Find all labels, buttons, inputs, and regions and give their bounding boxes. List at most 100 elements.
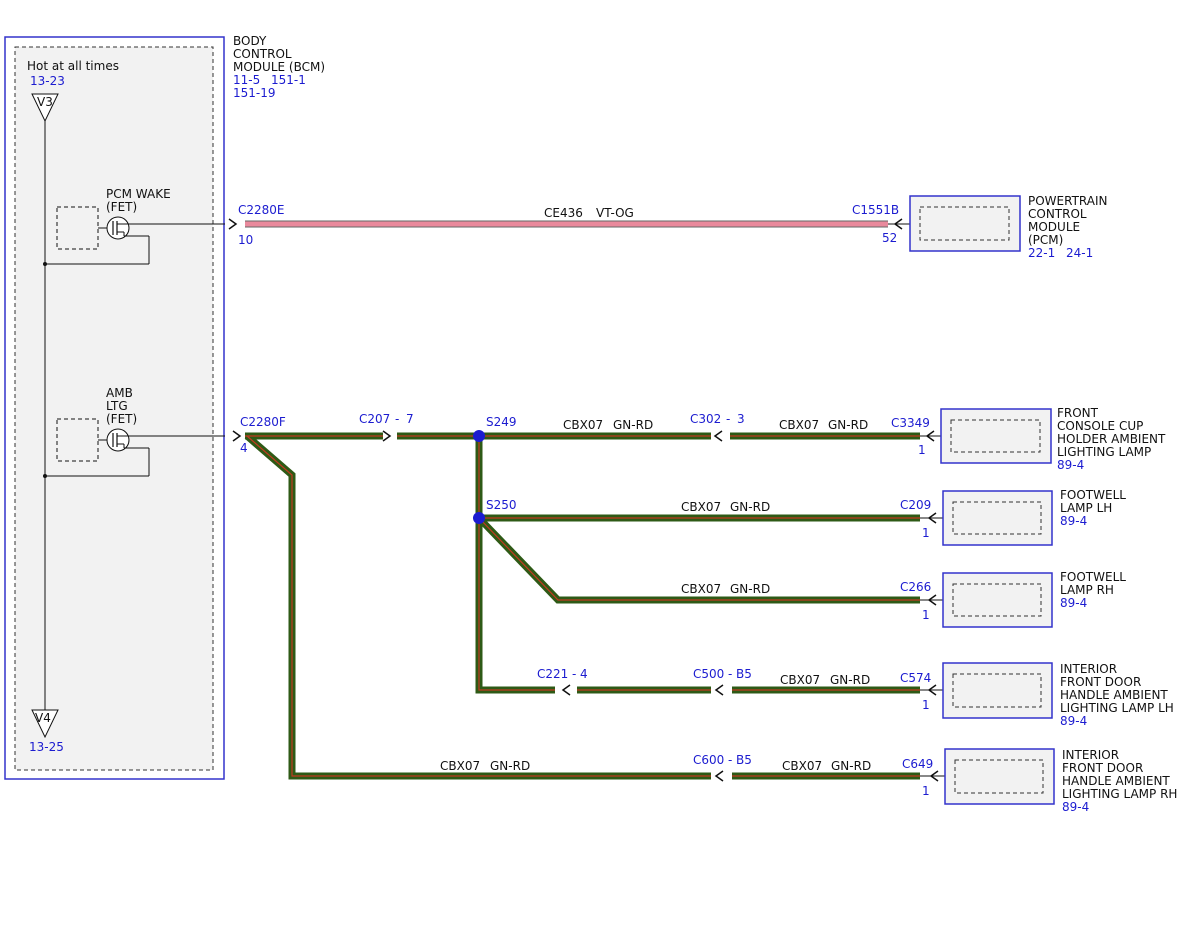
door-rh-name-4: LIGHTING LAMP RH <box>1062 787 1177 801</box>
c302-dash: - <box>726 412 730 426</box>
v4-label: V4 <box>35 711 51 725</box>
footwell-lh-name-2: LAMP LH <box>1060 501 1112 515</box>
door-lh-ref[interactable]: 89-4 <box>1060 714 1087 728</box>
bcm-ref-2[interactable]: 151-1 <box>271 73 306 87</box>
v3-symbol <box>31 93 59 123</box>
c266-arrow <box>927 594 937 606</box>
wire-cbx07-core[interactable] <box>245 435 920 777</box>
bcm-ref-3[interactable]: 151-19 <box>233 86 276 100</box>
c649-label[interactable]: C649 <box>902 757 933 771</box>
c221-symbol <box>561 684 571 696</box>
c3349-label[interactable]: C3349 <box>891 416 930 430</box>
c2280f-label[interactable]: C2280F <box>240 415 286 429</box>
footwell-lh-internal <box>952 501 1042 535</box>
pcm-internal <box>919 206 1010 241</box>
c266-label[interactable]: C266 <box>900 580 931 594</box>
ce436-circuit-label: CE436 <box>544 206 583 220</box>
door-rh-ref[interactable]: 89-4 <box>1062 800 1089 814</box>
c2280e-label[interactable]: C2280E <box>238 203 285 217</box>
pcm-ref-2[interactable]: 24-1 <box>1066 246 1093 260</box>
cbx07-circuit-label-6: CBX07 <box>440 759 480 773</box>
c3349-arrow <box>925 430 935 442</box>
pcm-name-1: POWERTRAIN <box>1028 194 1108 208</box>
footwell-lh-ref[interactable]: 89-4 <box>1060 514 1087 528</box>
c1551b-arrow <box>893 218 903 230</box>
door-lh-name-3: HANDLE AMBIENT <box>1060 688 1168 702</box>
pcm-name-3: MODULE <box>1028 220 1080 234</box>
bcm-outline <box>4 36 225 780</box>
door-lh-name-1: INTERIOR <box>1060 662 1117 676</box>
c207-dash: - <box>395 412 399 426</box>
c2280f-arrow <box>232 430 242 442</box>
bcm-internal-outline <box>14 46 214 771</box>
c221-label[interactable]: C221 <box>537 667 568 681</box>
c600-label[interactable]: C600 <box>693 753 724 767</box>
c500-label[interactable]: C500 <box>693 667 724 681</box>
c1551b-pin: 52 <box>882 231 897 245</box>
c574-pin: 1 <box>922 698 930 712</box>
circuit-ce436: C2280E 10 CE436 VT-OG C1551B 52 <box>238 203 910 247</box>
footwell-rh-name-2: LAMP RH <box>1060 583 1114 597</box>
bcm-module: BODY CONTROL MODULE (BCM) 11-5 151-1 151… <box>4 34 325 780</box>
pcm-wake-fet: PCM WAKE (FET) <box>43 187 225 266</box>
console-cup-lamp-outline <box>940 408 1052 464</box>
c574-label[interactable]: C574 <box>900 671 931 685</box>
c600-pin: B5 <box>736 753 752 767</box>
cbx07-color-label-1: GN-RD <box>613 418 653 432</box>
pcm-name-2: CONTROL <box>1028 207 1087 221</box>
door-lh-internal <box>952 673 1042 708</box>
cbx07-color-label-2: GN-RD <box>828 418 868 432</box>
console-cup-name-3: HOLDER AMBIENT <box>1057 432 1166 446</box>
c207-symbol <box>382 430 392 442</box>
footwell-lh-outline <box>942 490 1053 546</box>
c209-pin: 1 <box>922 526 930 540</box>
c574-arrow <box>927 684 937 696</box>
pcm-ref-1[interactable]: 22-1 <box>1028 246 1055 260</box>
c207-label[interactable]: C207 <box>359 412 390 426</box>
cbx07-circuit-label-1: CBX07 <box>563 418 603 432</box>
c3349-pin: 1 <box>918 443 926 457</box>
c1551b-label[interactable]: C1551B <box>852 203 899 217</box>
c600-dash: - <box>728 753 732 767</box>
c209-label[interactable]: C209 <box>900 498 931 512</box>
v3-ref[interactable]: 13-23 <box>30 74 65 88</box>
console-cup-name-1: FRONT <box>1057 406 1099 420</box>
hot-at-all-times-label: Hot at all times <box>27 59 119 73</box>
bcm-ref-1[interactable]: 11-5 <box>233 73 260 87</box>
footwell-lh-name-1: FOOTWELL <box>1060 488 1126 502</box>
component-footwell-lamp-lh: C209 1 FOOTWELL LAMP LH 89-4 <box>900 488 1126 546</box>
c207-pin: 7 <box>406 412 414 426</box>
c2280f-pin: 4 <box>240 441 248 455</box>
wire-cbx07-outer <box>244 432 920 780</box>
splice-s250[interactable] <box>473 512 485 524</box>
door-rh-name-3: HANDLE AMBIENT <box>1062 774 1170 788</box>
splice-s249[interactable] <box>473 430 485 442</box>
c649-arrow <box>929 770 939 782</box>
amb-ltg-fet: AMB LTG (FET) <box>43 386 225 478</box>
footwell-rh-internal <box>952 583 1042 617</box>
amb-ltg-label-3: (FET) <box>106 412 137 426</box>
door-lh-name-2: FRONT DOOR <box>1060 675 1141 689</box>
s250-label[interactable]: S250 <box>486 498 517 512</box>
c302-pin: 3 <box>737 412 745 426</box>
v4-symbol <box>31 709 59 739</box>
amb-ltg-label-2: LTG <box>106 399 128 413</box>
s249-label[interactable]: S249 <box>486 415 517 429</box>
component-door-handle-lamp-lh: C574 1 INTERIOR FRONT DOOR HANDLE AMBIEN… <box>900 662 1174 728</box>
c302-label[interactable]: C302 <box>690 412 721 426</box>
bcm-name-line-1: BODY <box>233 34 267 48</box>
bcm-name-line-3: MODULE (BCM) <box>233 60 325 74</box>
footwell-rh-ref[interactable]: 89-4 <box>1060 596 1087 610</box>
c649-pin: 1 <box>922 784 930 798</box>
bcm-name-line-2: CONTROL <box>233 47 292 61</box>
pcm-name-4: (PCM) <box>1028 233 1063 247</box>
c209-arrow <box>927 512 937 524</box>
console-cup-name-4: LIGHTING LAMP <box>1057 445 1151 459</box>
door-lh-outline <box>942 662 1053 719</box>
v4-ref[interactable]: 13-25 <box>29 740 64 754</box>
cbx07-color-label-5: GN-RD <box>830 673 870 687</box>
c2280e-pin: 10 <box>238 233 253 247</box>
console-cup-ref[interactable]: 89-4 <box>1057 458 1084 472</box>
door-rh-internal <box>954 759 1044 794</box>
